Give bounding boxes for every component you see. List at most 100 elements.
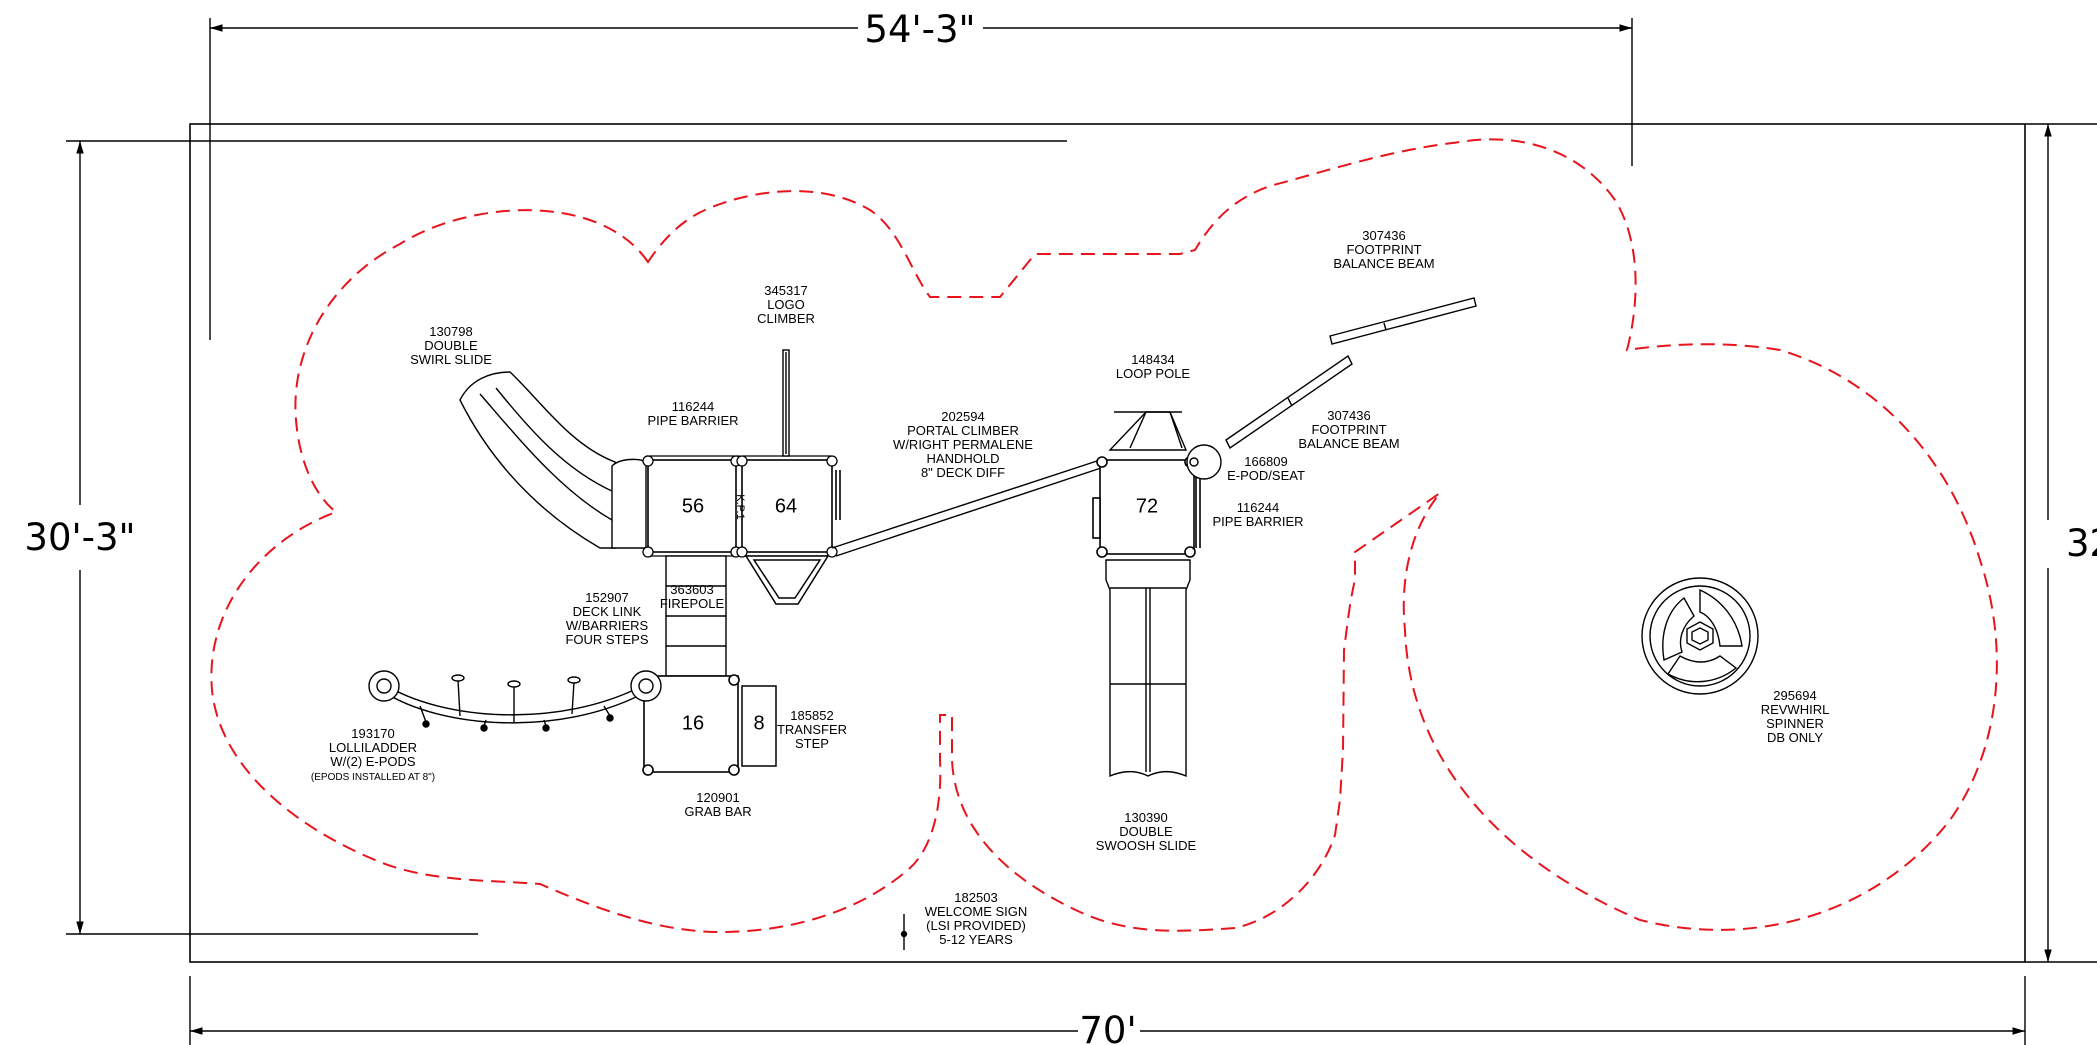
welcome-sign — [900, 914, 908, 950]
callout-line: CLIMBER — [757, 311, 815, 326]
transfer-step-8 — [741, 685, 777, 767]
dimension-left — [66, 140, 1067, 935]
callout-line: DOUBLE — [1119, 824, 1173, 839]
callout-line: SPINNER — [1766, 716, 1824, 731]
callout-line: 130798 — [429, 324, 472, 339]
callout-line: 120901 — [696, 790, 739, 805]
callout-line: PIPE BARRIER — [647, 413, 738, 428]
deck-56 — [647, 459, 737, 553]
dimension-right — [2025, 123, 2097, 963]
callout-line: 345317 — [764, 283, 807, 298]
callout-line: (EPODS INSTALLED AT 8") — [311, 772, 435, 783]
portal-climber — [831, 459, 1105, 557]
callout-line: W/(2) E-PODS — [330, 754, 416, 769]
callout-line: 8" DECK DIFF — [921, 465, 1005, 480]
callout-line: E-POD/SEAT — [1227, 468, 1305, 483]
epod-seat — [1186, 444, 1222, 480]
deck-72 — [1092, 456, 1201, 558]
callout-line: DB ONLY — [1767, 730, 1823, 745]
callout-line: LOLLILADDER — [329, 740, 417, 755]
callout-line: BALANCE BEAM — [1333, 256, 1434, 271]
callout-line: FOOTPRINT — [1346, 242, 1421, 257]
callout-line: FOOTPRINT — [1311, 422, 1386, 437]
balance-beam-2 — [1225, 354, 1353, 450]
lolliladder — [368, 670, 662, 732]
callout-line: 182503 — [954, 890, 997, 905]
callout-line: DECK LINK — [573, 604, 642, 619]
callout-line: HANDHOLD — [927, 451, 1000, 466]
callout-line: 295694 — [1773, 688, 1816, 703]
deck-16-label: 16 — [682, 712, 704, 734]
deck-posts — [642, 455, 838, 558]
callout-line: 148434 — [1131, 352, 1174, 367]
callout-line: PORTAL CLIMBER — [907, 423, 1019, 438]
deck-64 — [741, 459, 841, 553]
dimension-left-label: 30'-3" — [24, 516, 135, 559]
deck-64-triangle-step — [744, 555, 830, 605]
balance-beam-1 — [1329, 297, 1477, 345]
callout-line: W/BARRIERS — [566, 618, 649, 633]
dimension-top-label: 54'-3" — [864, 8, 975, 51]
deck-56-label: 56 — [682, 495, 704, 517]
deck-link-four-steps — [665, 555, 727, 677]
callout-line: STEP — [795, 736, 829, 751]
double-swoosh-slide — [1105, 559, 1191, 778]
callout-line: SWOOSH SLIDE — [1096, 838, 1197, 853]
callout-line: 363603 — [670, 582, 713, 597]
callout-line: 193170 — [351, 726, 394, 741]
callout-line: 116244 — [672, 399, 714, 414]
callout-line: FOUR STEPS — [565, 632, 648, 647]
callout-line: (LSI PROVIDED) — [926, 918, 1026, 933]
callout-line: WELCOME SIGN — [925, 904, 1028, 919]
deck-72-label: 72 — [1136, 495, 1158, 517]
callout-line: LOOP POLE — [1116, 366, 1191, 381]
callout-line: REVWHIRL — [1761, 702, 1830, 717]
callout-line: FIREPOLE — [660, 596, 725, 611]
kick-plate-label: K.P.1 — [734, 494, 746, 520]
callout-line: TRANSFER — [777, 722, 847, 737]
callout-line: LOGO — [767, 297, 805, 312]
callout-line: 307436 — [1362, 228, 1405, 243]
callout-line: 185852 — [790, 708, 833, 723]
callout-line: DOUBLE — [424, 338, 478, 353]
callout-line: BALANCE BEAM — [1298, 436, 1399, 451]
site-boundary — [189, 123, 2026, 963]
deck-8-label: 8 — [753, 712, 764, 734]
dimension-right-label: 32 — [2066, 522, 2097, 565]
callout-line: 307436 — [1327, 408, 1370, 423]
callout-line: 202594 — [941, 409, 984, 424]
callout-line: 116244 — [1237, 500, 1279, 515]
callout-line: 130390 — [1124, 810, 1167, 825]
callout-line: W/RIGHT PERMALENE — [893, 437, 1033, 452]
callout-line: 152907 — [585, 590, 628, 605]
callout-line: SWIRL SLIDE — [410, 352, 492, 367]
dimension-top — [209, 18, 1633, 340]
revwhirl-spinner — [1641, 577, 1759, 695]
callout-line: 166809 — [1244, 454, 1287, 469]
double-swirl-slide — [459, 371, 647, 549]
loop-pole — [1108, 411, 1188, 451]
deck-64-label: 64 — [775, 495, 797, 517]
logo-climber — [782, 349, 790, 457]
dimension-bottom — [189, 976, 2026, 1045]
callout-line: PIPE BARRIER — [1212, 514, 1303, 529]
